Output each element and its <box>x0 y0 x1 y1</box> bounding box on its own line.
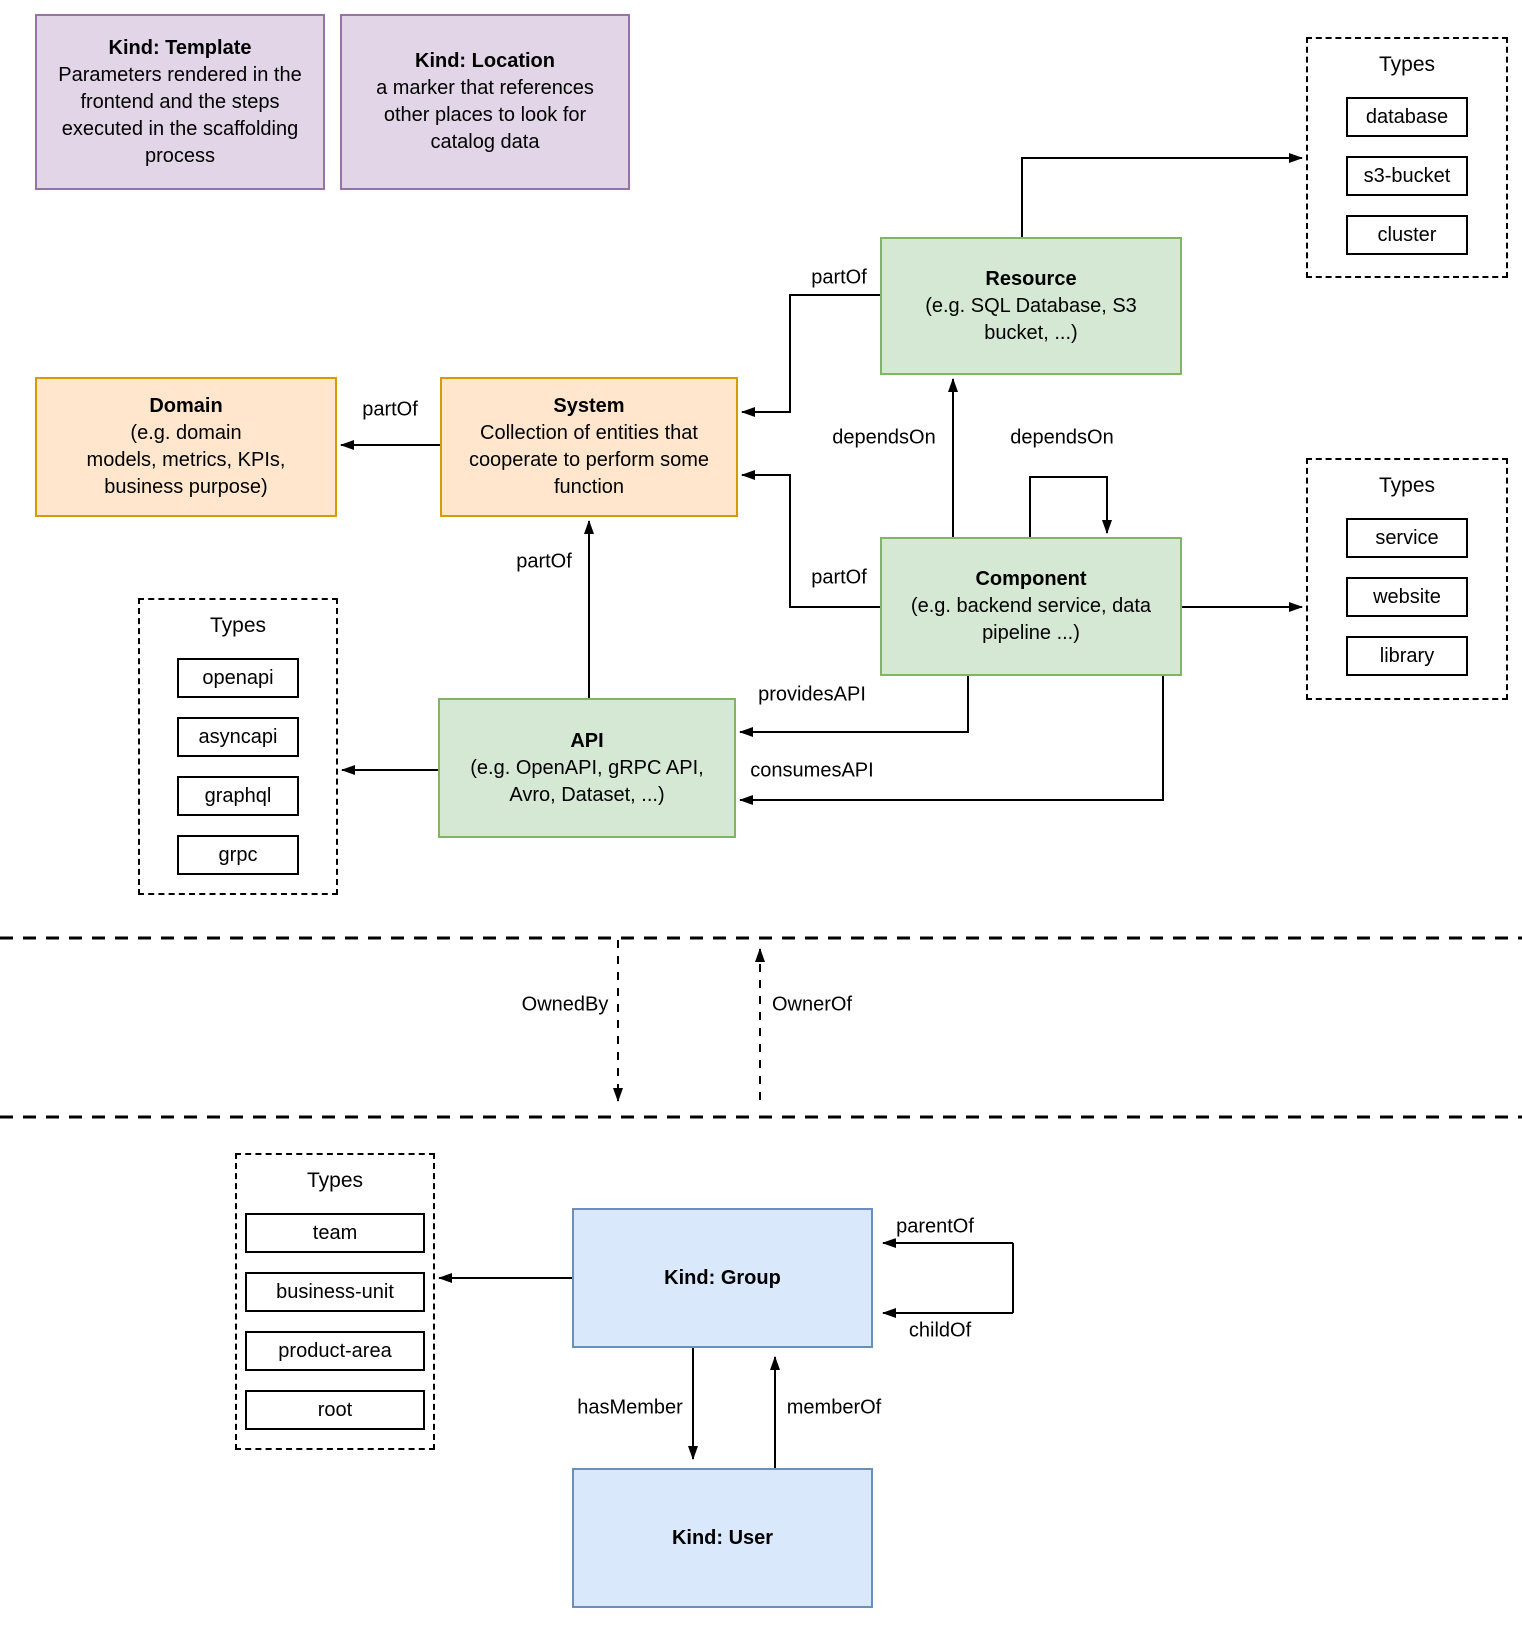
type-chip-product-area: product-area <box>245 1331 425 1371</box>
arrow-resource-to-types <box>1021 153 1303 237</box>
entity-user: Kind: User <box>572 1468 873 1608</box>
entity-resource: Resource (e.g. SQL Database, S3 bucket, … <box>880 237 1182 375</box>
edge-label-resource-partof: partOf <box>808 266 870 290</box>
entity-component: Component (e.g. backend service, data pi… <box>880 537 1182 676</box>
type-chip-root: root <box>245 1390 425 1430</box>
edge-label-providesapi: providesAPI <box>755 683 869 707</box>
edge-label-dependson-resource: dependsOn <box>829 426 939 450</box>
type-group-api-title: Types <box>209 614 267 637</box>
type-chip-cluster: cluster <box>1346 215 1468 255</box>
edge-label-api-partof: partOf <box>513 550 575 574</box>
entity-group: Kind: Group <box>572 1208 873 1348</box>
arrow-resource-partof-system <box>741 294 880 417</box>
entity-system: System Collection of entities that coope… <box>440 377 738 517</box>
entity-component-description: (e.g. backend service, data pipeline ...… <box>910 595 1152 644</box>
type-group-api: Types openapi asyncapi graphql grpc <box>138 598 338 895</box>
entity-user-title: Kind: User <box>671 1526 774 1549</box>
arrow-component-dependson-self <box>1029 476 1112 537</box>
type-chip-openapi: openapi <box>177 658 299 698</box>
entity-location: Kind: Location a marker that references … <box>340 14 630 190</box>
type-group-component-title: Types <box>1378 474 1436 497</box>
type-group-group: Types team business-unit product-area ro… <box>235 1153 435 1450</box>
edge-label-component-partof: partOf <box>808 566 870 590</box>
edge-label-childof: childOf <box>905 1319 975 1343</box>
edge-label-system-partof: partOf <box>359 398 421 422</box>
type-group-resource-title: Types <box>1378 53 1436 76</box>
type-chip-website: website <box>1346 577 1468 617</box>
edge-label-parentof: parentOf <box>893 1215 977 1239</box>
type-chip-business-unit: business-unit <box>245 1272 425 1312</box>
type-chip-service: service <box>1346 518 1468 558</box>
entity-domain-description: (e.g. domain models, metrics, KPIs, busi… <box>86 422 286 498</box>
entity-api-description: (e.g. OpenAPI, gRPC API, Avro, Dataset, … <box>470 756 704 806</box>
type-chip-graphql: graphql <box>177 776 299 816</box>
edge-label-hasmember: hasMember <box>574 1396 686 1420</box>
type-chip-asyncapi: asyncapi <box>177 717 299 757</box>
entity-api: API (e.g. OpenAPI, gRPC API, Avro, Datas… <box>438 698 736 838</box>
type-chip-team: team <box>245 1213 425 1253</box>
entity-resource-description: (e.g. SQL Database, S3 bucket, ...) <box>925 294 1137 344</box>
type-group-resource: Types database s3-bucket cluster <box>1306 37 1508 278</box>
type-chip-database: database <box>1346 97 1468 137</box>
entity-location-description: a marker that references other places to… <box>376 77 594 153</box>
entity-domain: Domain (e.g. domain models, metrics, KPI… <box>35 377 337 517</box>
edge-label-ownerof: OwnerOf <box>768 993 856 1017</box>
edge-label-ownedby: OwnedBy <box>518 993 612 1017</box>
entity-system-title: System <box>553 395 625 417</box>
entity-resource-title: Resource <box>985 267 1077 290</box>
edge-label-consumesapi: consumesAPI <box>747 759 877 783</box>
entity-location-title: Kind: Location <box>415 50 555 72</box>
entity-domain-title: Domain <box>149 395 223 417</box>
edge-label-dependson-self: dependsOn <box>1007 426 1117 450</box>
entity-group-title: Kind: Group <box>664 1266 781 1289</box>
type-chip-library: library <box>1346 636 1468 676</box>
entity-template-title: Kind: Template <box>108 36 252 59</box>
type-group-group-title: Types <box>306 1169 364 1192</box>
type-group-component: Types service website library <box>1306 458 1508 700</box>
entity-template: Kind: Template Parameters rendered in th… <box>35 14 325 190</box>
edge-label-memberof: memberOf <box>783 1396 885 1420</box>
type-chip-s3-bucket: s3-bucket <box>1346 156 1468 196</box>
type-chip-grpc: grpc <box>177 835 299 875</box>
entity-component-title: Component <box>975 568 1087 590</box>
entity-system-description: Collection of entities that cooperate to… <box>468 422 710 498</box>
entity-template-description: Parameters rendered in the frontend and … <box>58 63 302 167</box>
entity-api-title: API <box>570 729 604 752</box>
